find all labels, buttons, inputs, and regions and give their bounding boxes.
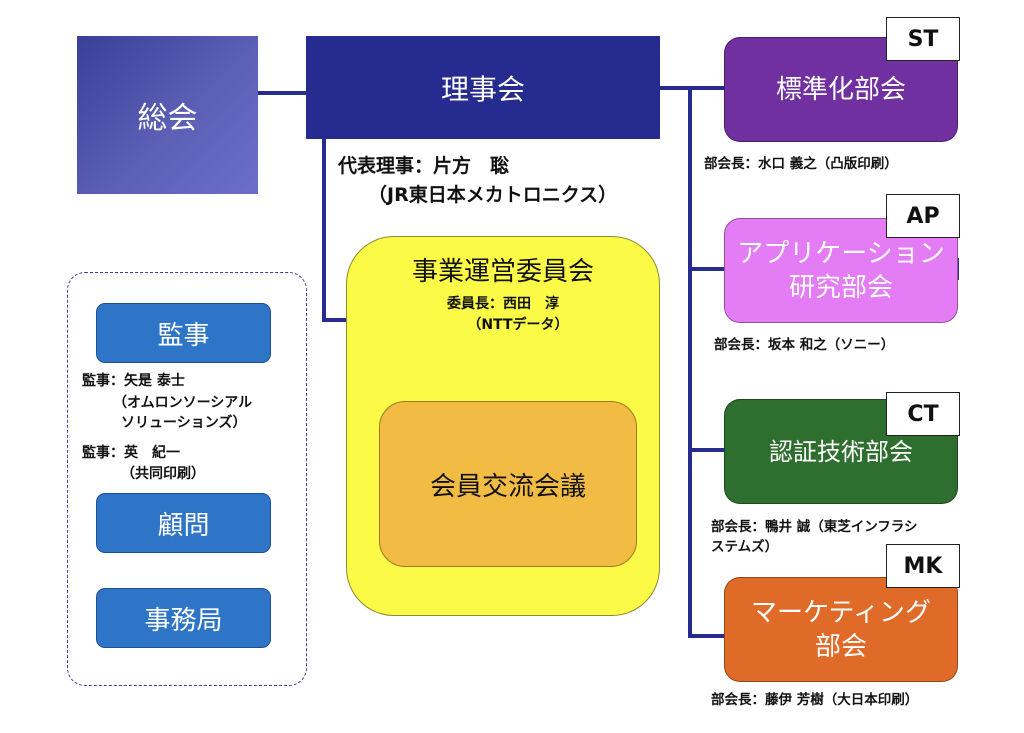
business-committee-chair: 委員長：西田 淳: [447, 296, 559, 312]
general-assembly-box: 総会: [77, 36, 258, 194]
business-committee-title: 事業運営委員会: [411, 257, 594, 287]
connector-board-committee-horizontal: [322, 318, 348, 322]
business-committee-chair-org: （NTTデータ）: [467, 317, 569, 333]
subcommittee-ap-chair: 部会長：坂本 和之（ソニー）: [714, 337, 895, 353]
board-label: 理事会: [440, 72, 525, 106]
members-meeting-box: 会員交流会議: [379, 401, 637, 567]
auditor-box: 監事: [96, 303, 271, 363]
general-assembly-label: 総会: [137, 101, 198, 136]
auditor2-org: （共同印刷）: [121, 466, 205, 482]
subcommittee-mk-box: マーケティング 部会: [724, 577, 958, 682]
board-representative-org: （JR東日本メカトロニクス）: [368, 184, 618, 206]
connector-branch-ct: [688, 448, 725, 452]
subcommittee-mk-label-line1: マーケティング: [751, 597, 931, 628]
connector-board-subcommittees: [660, 86, 690, 90]
subcommittee-ct-chair-line1: 部会長：鴨井 誠（東芝インフラシ: [711, 519, 918, 535]
subcommittee-ap-tag: AP: [886, 194, 960, 238]
subcommittee-ct-chair-line2: ステムズ）: [711, 539, 779, 555]
subcommittee-st-tag: ST: [886, 17, 960, 61]
subcommittee-mk-chair: 部会長：藤伊 芳樹（大日本印刷）: [711, 692, 919, 708]
auditor1-org-line1: （オムロンソーシアル: [113, 395, 253, 411]
subcommittee-mk-tag: MK: [886, 544, 960, 588]
connector-branch-st: [688, 86, 725, 90]
subcommittee-st-chair: 部会長：水口 義之（凸版印刷）: [704, 156, 898, 172]
subcommittee-ap-label-line1: アプリケーション: [737, 238, 945, 269]
connector-branch-ap: [688, 267, 725, 271]
connector-assembly-board: [258, 91, 306, 95]
connector-board-committee-vertical: [322, 139, 326, 321]
secretariat-box: 事務局: [96, 588, 271, 648]
auditor2-name: 監事：英 紀一: [82, 445, 180, 461]
advisor-box-label: 顧問: [157, 510, 210, 541]
officers-panel: [67, 272, 307, 686]
subcommittee-st-label: 標準化部会: [775, 74, 906, 105]
board-box: 理事会: [306, 36, 660, 139]
advisor-box: 顧問: [96, 493, 271, 553]
subcommittee-ap-label-line2: 研究部会: [788, 272, 893, 303]
auditor1-org-line2: ソリューションズ）: [121, 415, 247, 431]
auditor1-name: 監事：矢是 泰士: [82, 373, 185, 389]
business-committee-box: 事業運営委員会 委員長：西田 淳 （NTTデータ） 会員交流会議: [346, 236, 660, 616]
board-representative: 代表理事：片方 聡: [338, 155, 510, 177]
connector-branch-mk: [688, 634, 725, 638]
auditor-box-label: 監事: [157, 320, 210, 351]
members-meeting-label: 会員交流会議: [429, 471, 586, 502]
subcommittee-ct-tag: CT: [886, 392, 960, 436]
connector-subcommittee-trunk: [688, 86, 692, 638]
subcommittee-ct-label: 認証技術部会: [769, 437, 913, 466]
secretariat-box-label: 事務局: [144, 605, 223, 636]
subcommittee-mk-label-line2: 部会: [814, 631, 867, 662]
